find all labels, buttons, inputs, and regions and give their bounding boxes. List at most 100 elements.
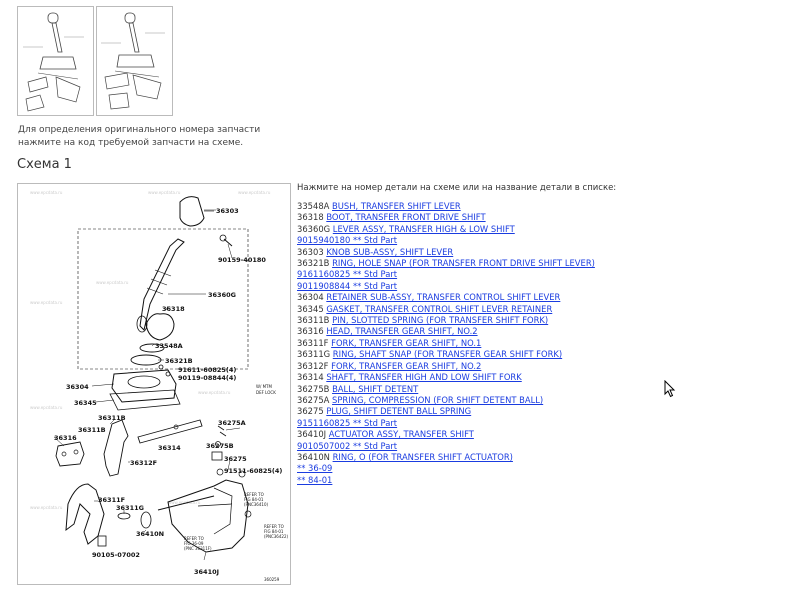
part-row: 36314 SHAFT, TRANSFER HIGH AND LOW SHIFT…	[297, 372, 595, 383]
part-link[interactable]: ACTUATOR ASSY, TRANSFER SHIFT	[328, 429, 474, 440]
part-row: 9010507002 ** Std Part	[297, 441, 595, 452]
part-row: 36311B PIN, SLOTTED SPRING (FOR TRANSFER…	[297, 315, 595, 326]
label-90159-40180[interactable]: 90159-40180	[218, 256, 266, 264]
ref-note-2b[interactable]: FIG 36-09	[184, 541, 204, 546]
label-36311B[interactable]: 36311B	[98, 414, 126, 422]
label-36275B[interactable]: 36275B	[206, 442, 234, 450]
ref-note-1c: (PNC36410)	[244, 502, 268, 507]
ref-note-3c: (PNC36422)	[264, 534, 288, 539]
part-code: 36275B	[297, 383, 333, 394]
svg-text:www.epcdata.ru: www.epcdata.ru	[30, 405, 63, 410]
part-row: 36318 BOOT, TRANSFER FRONT DRIVE SHIFT	[297, 212, 595, 223]
part-link[interactable]: SPRING, COMPRESSION (FOR SHIFT DETENT BA…	[332, 394, 544, 405]
part-code: 36275	[297, 406, 327, 417]
part-link[interactable]: RING, HOLE SNAP (FOR TRANSFER FRONT DRIV…	[332, 258, 595, 269]
label-36275[interactable]: 36275	[224, 455, 247, 463]
label-36311B-2[interactable]: 36311B	[78, 426, 106, 434]
part-code: 36410J	[297, 429, 329, 440]
svg-text:www.epcdata.ru: www.epcdata.ru	[96, 280, 129, 285]
parts-diagram[interactable]: www.epcdata.ru www.epcdata.ru www.epcdata.…	[17, 183, 291, 585]
part-row: 36303 KNOB SUB-ASSY, SHIFT LEVER	[297, 247, 595, 258]
part-link[interactable]: RING, SHAFT SNAP (FOR TRANSFER GEAR SHIF…	[332, 349, 563, 360]
part-row: 36410N RING, O (FOR TRANSFER SHIFT ACTUA…	[297, 452, 595, 463]
part-code: 36410N	[297, 451, 333, 462]
label-36410N[interactable]: 36410N	[136, 530, 164, 538]
part-link[interactable]: BALL, SHIFT DETENT	[332, 383, 419, 394]
ref-note-1b[interactable]: FIG 84-01	[244, 497, 264, 502]
part-link[interactable]: RETAINER SUB-ASSY, TRANSFER CONTROL SHIF…	[326, 292, 561, 303]
part-code: 36303	[297, 246, 327, 257]
thumbnail-scheme-1[interactable]	[17, 6, 94, 116]
part-code: 36345	[297, 303, 327, 314]
part-link[interactable]: HEAD, TRANSFER GEAR SHIFT, NO.2	[326, 326, 478, 337]
label-36360G[interactable]: 36360G	[208, 291, 236, 299]
part-link[interactable]: SHAFT, TRANSFER HIGH AND LOW SHIFT FORK	[326, 372, 522, 383]
part-code: 33548A	[297, 201, 333, 211]
thumbnail-2-drawing	[101, 12, 165, 110]
label-36303[interactable]: 36303	[216, 207, 239, 215]
part-row: 33548A BUSH, TRANSFER SHIFT LEVER	[297, 201, 595, 212]
svg-text:www.epcdata.ru: www.epcdata.ru	[30, 190, 63, 195]
part-code: 36316	[297, 326, 327, 337]
part-code: 36312F	[297, 360, 332, 371]
part-link[interactable]: ** 84-01	[297, 474, 333, 485]
part-row: 9011908844 ** Std Part	[297, 281, 595, 292]
part-link[interactable]: BOOT, TRANSFER FRONT DRIVE SHIFT	[326, 212, 486, 223]
thumbnail-scheme-2[interactable]	[96, 6, 173, 116]
part-code: 36318	[297, 212, 327, 223]
part-link[interactable]: BUSH, TRANSFER SHIFT LEVER	[332, 201, 461, 211]
part-code: 36360G	[297, 223, 333, 234]
part-code: 36311F	[297, 337, 332, 348]
label-90105-07002[interactable]: 90105-07002	[92, 551, 140, 559]
ref-note-3b[interactable]: FIG 84-01	[264, 529, 284, 534]
label-36312F[interactable]: 36312F	[130, 459, 157, 467]
part-link[interactable]: RING, O (FOR TRANSFER SHIFT ACTUATOR)	[332, 451, 513, 462]
hint-line-2: нажмите на код требуемой запчасти на схе…	[18, 138, 244, 148]
part-row: 36275 PLUG, SHIFT DETENT BALL SPRING	[297, 406, 595, 417]
label-91511-60825[interactable]: 91511-60825(4)	[224, 467, 282, 475]
label-91611-60825[interactable]: 91611-60825(4)	[178, 366, 236, 374]
label-36311F[interactable]: 36311F	[98, 496, 125, 504]
part-code: 36311G	[297, 349, 333, 360]
label-90119-08844[interactable]: 90119-08844(4)	[178, 374, 236, 382]
part-link[interactable]: PLUG, SHIFT DETENT BALL SPRING	[326, 406, 472, 417]
part-link[interactable]: PIN, SLOTTED SPRING (FOR TRANSFER SHIFT …	[332, 315, 549, 326]
part-row: 36345 GASKET, TRANSFER CONTROL SHIFT LEV…	[297, 304, 595, 315]
label-36314[interactable]: 36314	[158, 444, 181, 452]
part-row: 36410J ACTUATOR ASSY, TRANSFER SHIFT	[297, 429, 595, 440]
label-36321B[interactable]: 36321B	[165, 357, 193, 365]
part-code: 36275A	[297, 394, 333, 405]
part-link[interactable]: 9151160825 ** Std Part	[297, 417, 398, 428]
part-link[interactable]: LEVER ASSY, TRANSFER HIGH & LOW SHIFT	[332, 223, 515, 234]
part-link[interactable]: 9011908844 ** Std Part	[297, 280, 398, 291]
label-36410J[interactable]: 36410J	[194, 568, 219, 576]
part-link[interactable]: GASKET, TRANSFER CONTROL SHIFT LEVER RET…	[326, 303, 553, 314]
label-36275A[interactable]: 36275A	[218, 419, 246, 427]
svg-text:www.epcdata.ru: www.epcdata.ru	[238, 190, 271, 195]
label-36304[interactable]: 36304	[66, 383, 89, 391]
part-code: 36321B	[297, 258, 333, 269]
side-note-1: W/ MTM	[256, 384, 272, 389]
part-link[interactable]: 9161160825 ** Std Part	[297, 269, 398, 280]
ref-note-1: REFER TO	[244, 492, 264, 497]
label-33548A[interactable]: 33548A	[155, 342, 183, 350]
label-36345[interactable]: 36345	[74, 399, 97, 407]
part-row: 36275B BALL, SHIFT DETENT	[297, 384, 595, 395]
part-link[interactable]: FORK, TRANSFER GEAR SHIFT, NO.1	[331, 337, 482, 348]
label-36318[interactable]: 36318	[162, 305, 185, 313]
part-code: 36314	[297, 372, 327, 383]
part-link[interactable]: ** 36-09	[297, 463, 333, 474]
part-link[interactable]: FORK, TRANSFER GEAR SHIFT, NO.2	[331, 360, 482, 371]
svg-text:www.epcdata.ru: www.epcdata.ru	[148, 190, 181, 195]
thumbnail-1-drawing	[23, 12, 84, 112]
label-36311G[interactable]: 36311G	[116, 504, 144, 512]
part-link[interactable]: KNOB SUB-ASSY, SHIFT LEVER	[326, 246, 454, 257]
part-row: 9015940180 ** Std Part	[297, 235, 595, 246]
parts-diagram-drawing: www.epcdata.ru www.epcdata.ru www.epcdata.…	[30, 190, 288, 582]
part-link[interactable]: 9010507002 ** Std Part	[297, 440, 398, 451]
part-row: 36275A SPRING, COMPRESSION (FOR SHIFT DE…	[297, 395, 595, 406]
label-36316[interactable]: 36316	[54, 434, 77, 442]
side-note-2: DEF LOCK	[256, 390, 276, 395]
part-link[interactable]: 9015940180 ** Std Part	[297, 235, 398, 246]
parts-instruction: Нажмите на номер детали на схеме или на …	[297, 183, 617, 193]
